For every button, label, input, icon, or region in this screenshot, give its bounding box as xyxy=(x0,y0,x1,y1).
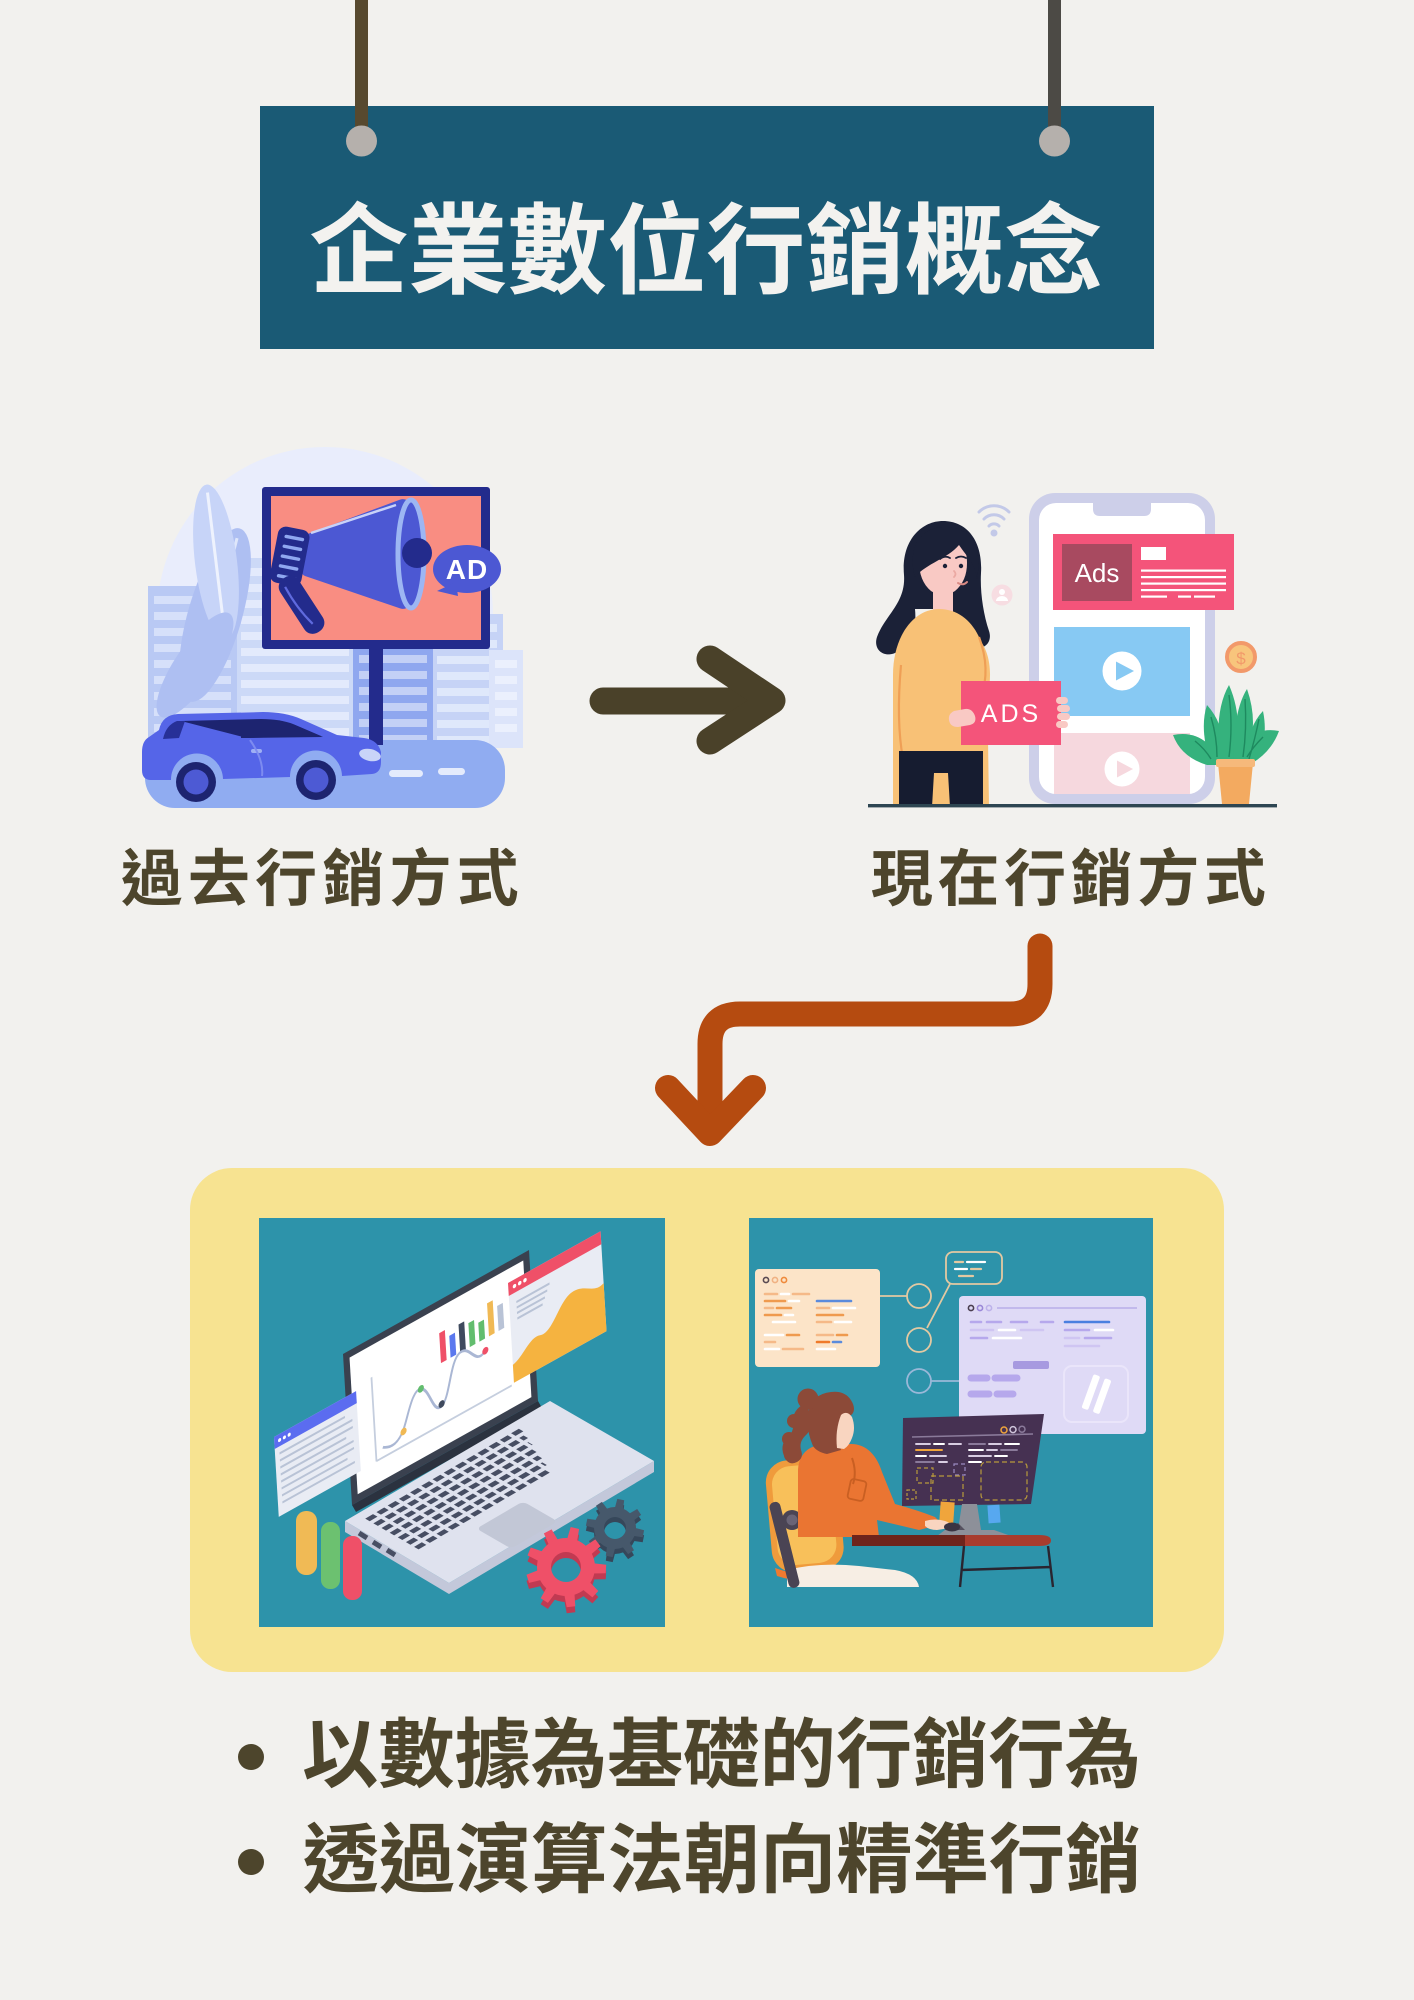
svg-text:Ads: Ads xyxy=(1075,558,1120,588)
svg-text:$: $ xyxy=(1236,649,1246,668)
svg-text:AD: AD xyxy=(446,554,488,585)
svg-text:ADS: ADS xyxy=(981,700,1041,728)
